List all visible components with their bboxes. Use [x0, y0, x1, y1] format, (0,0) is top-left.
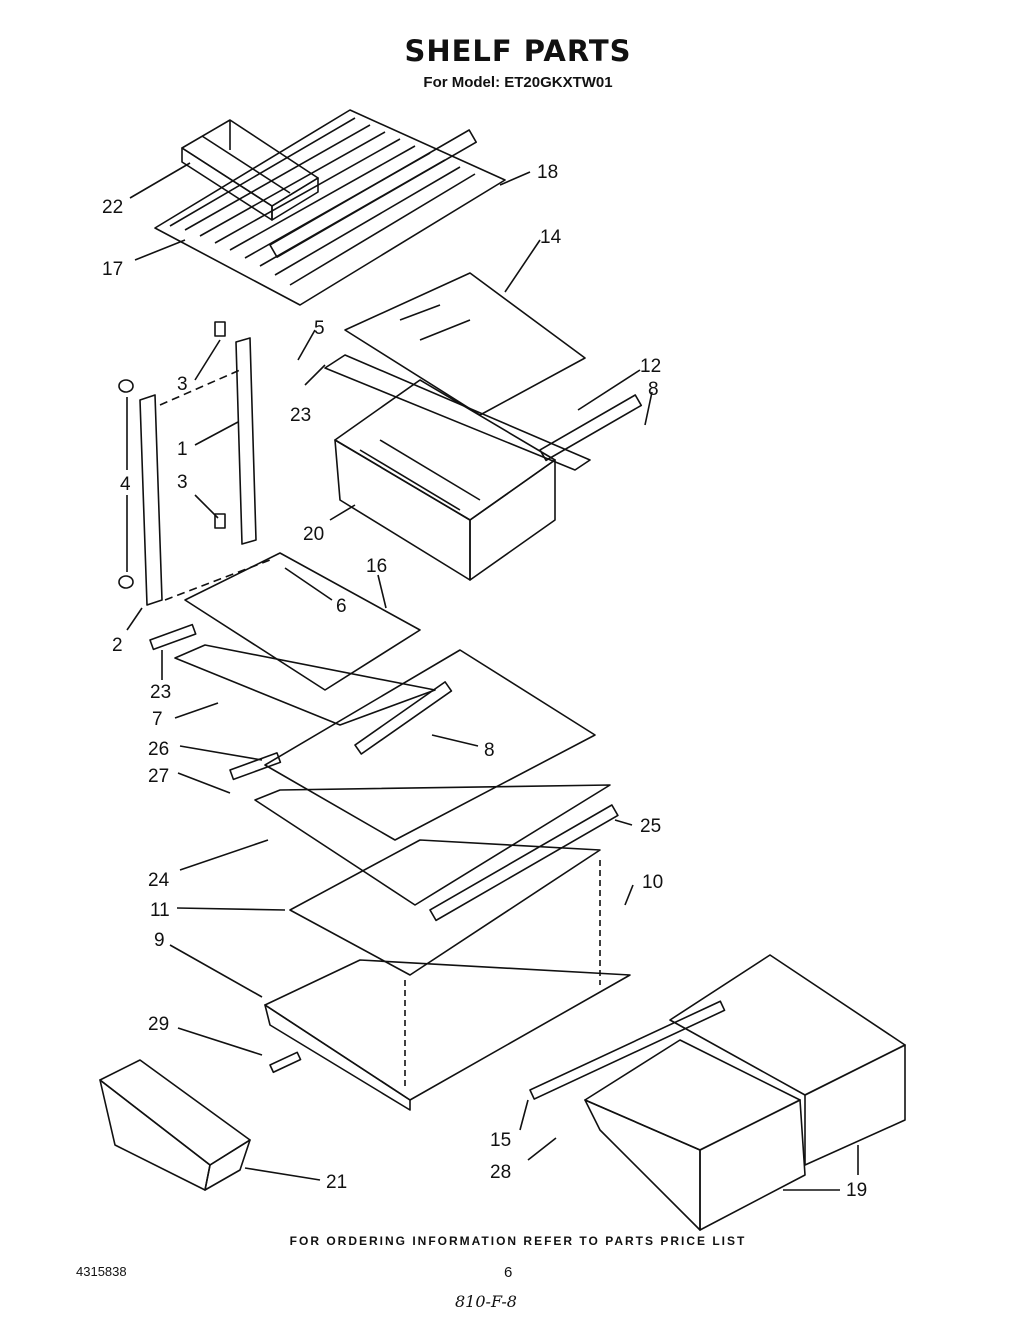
callout-23-top: 23	[290, 405, 311, 426]
callout-3-bottom: 3	[177, 472, 188, 493]
document-number: 4315838	[76, 1264, 127, 1279]
callout-9: 9	[154, 930, 165, 951]
callout-labels: 22 18 17 14 5 3 12 8 23 1 4 3 20 16 6 2 …	[102, 162, 867, 1201]
callout-15: 15	[490, 1130, 511, 1151]
ice-tray-drawing	[181, 119, 319, 221]
callout-19: 19	[846, 1180, 867, 1201]
glass-shelf-26-drawing	[229, 649, 619, 922]
callout-8-top: 8	[648, 379, 659, 400]
callout-6: 6	[336, 596, 347, 617]
callout-22: 22	[102, 197, 123, 218]
crisper-drawers-drawing	[529, 954, 906, 1231]
callout-26: 26	[148, 739, 169, 760]
page-number: 6	[504, 1264, 513, 1281]
callout-24: 24	[148, 870, 170, 891]
handwritten-note: 810-F-8	[455, 1292, 517, 1311]
callout-10: 10	[642, 872, 663, 893]
glass-shelf-16-drawing	[149, 552, 436, 726]
callout-2: 2	[112, 635, 123, 656]
utility-bin-drawing	[99, 1059, 251, 1191]
crisper-frame-drawing	[264, 839, 631, 1111]
callout-18: 18	[537, 162, 558, 183]
callout-16: 16	[366, 556, 387, 577]
ordering-note: FOR ORDERING INFORMATION REFER TO PARTS …	[289, 1234, 747, 1248]
callout-17: 17	[102, 259, 123, 280]
model-subtitle: For Model: ET20GKXTW01	[423, 74, 613, 91]
callout-28: 28	[490, 1162, 511, 1183]
callout-23-bottom: 23	[150, 682, 171, 703]
page-title: SHELF PARTS	[404, 34, 632, 68]
callout-29: 29	[148, 1014, 169, 1035]
callout-27: 27	[148, 766, 169, 787]
callout-20: 20	[303, 524, 324, 545]
leader-lines	[126, 162, 859, 1191]
callout-12: 12	[640, 356, 661, 377]
callout-3-top: 3	[177, 374, 188, 395]
callout-8-middle: 8	[484, 740, 495, 761]
shelf-ladders-drawing	[118, 321, 271, 606]
wire-shelf-drawing	[154, 109, 506, 306]
callout-21: 21	[326, 1172, 347, 1193]
callout-7: 7	[152, 709, 163, 730]
callout-5: 5	[314, 318, 325, 339]
callout-4: 4	[120, 474, 131, 495]
callout-11: 11	[150, 900, 170, 921]
callout-1: 1	[177, 439, 188, 460]
callout-14: 14	[540, 227, 562, 248]
callout-25: 25	[640, 816, 661, 837]
glass-shelf-14-drawing	[324, 272, 643, 471]
drawer-20-drawing	[334, 379, 556, 581]
